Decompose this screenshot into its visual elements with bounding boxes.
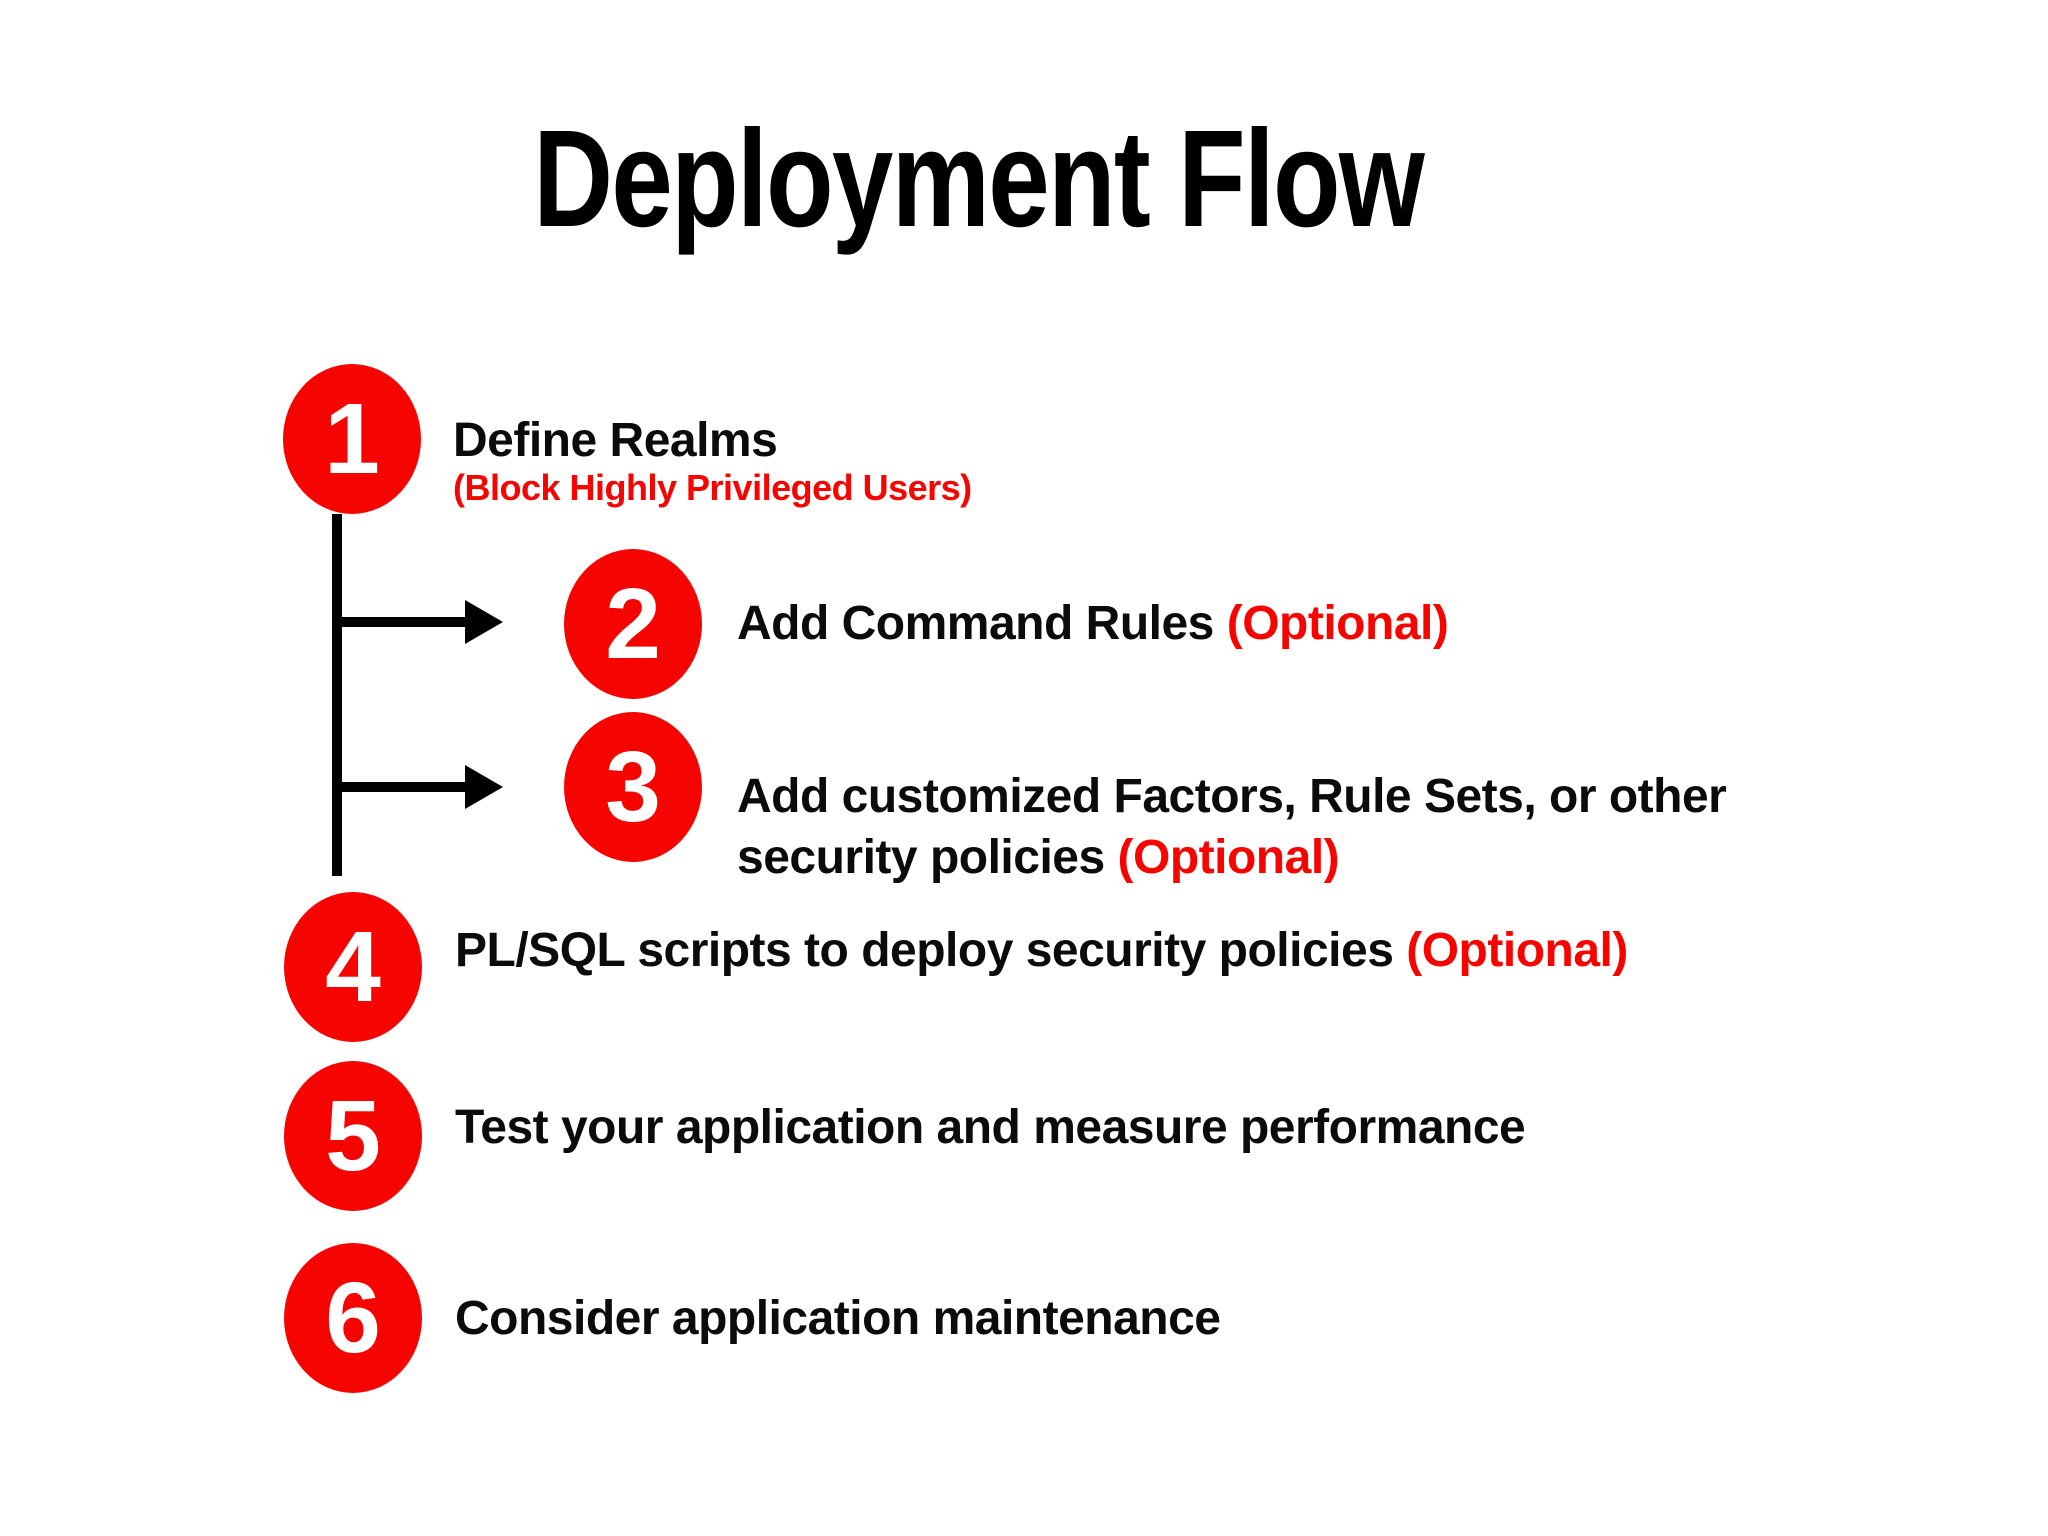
step-4-number: 4 (325, 911, 381, 1023)
step-6-circle: 6 (284, 1243, 422, 1393)
slide-title-text: Deployment Flow (533, 102, 1425, 256)
step-4-circle: 4 (284, 892, 422, 1042)
step-3-label-text: Add customized Factors, Rule Sets, or ot… (737, 770, 1727, 884)
step-4-label-text: PL/SQL scripts to deploy security polici… (455, 924, 1394, 977)
step-3-label: Add customized Factors, Rule Sets, or ot… (737, 766, 1837, 888)
step-3-circle: 3 (564, 712, 702, 862)
step-2-label-text: Add Command Rules (737, 597, 1214, 650)
step-6-label: Consider application maintenance (455, 1292, 1221, 1345)
step-1-number: 1 (324, 383, 380, 495)
step-1-label: Define Realms (453, 414, 778, 467)
step-5-circle: 5 (284, 1061, 422, 1211)
step-3-optional-tag: (Optional) (1117, 831, 1340, 884)
step-3-number: 3 (605, 731, 661, 843)
step-2-circle: 2 (564, 549, 702, 699)
step-2-optional-tag: (Optional) (1226, 597, 1449, 650)
step-2-number: 2 (605, 568, 661, 680)
arrow-shaft-to-step-2 (337, 617, 467, 627)
connector-vertical-line (332, 514, 342, 876)
arrowhead-to-step-3 (465, 765, 503, 809)
step-1-circle: 1 (283, 364, 421, 514)
step-5-label: Test your application and measure perfor… (455, 1101, 1526, 1154)
step-1-sublabel: (Block Highly Privileged Users) (453, 467, 972, 508)
step-4-label: PL/SQL scripts to deploy security polici… (455, 920, 1628, 981)
step-2-label: Add Command Rules (Optional) (737, 593, 1449, 654)
step-4-optional-tag: (Optional) (1406, 924, 1628, 977)
step-6-number: 6 (325, 1262, 381, 1374)
slide-title: Deployment Flow (0, 100, 2002, 259)
arrow-shaft-to-step-3 (337, 782, 467, 792)
step-5-number: 5 (325, 1080, 381, 1192)
arrowhead-to-step-2 (465, 600, 503, 644)
